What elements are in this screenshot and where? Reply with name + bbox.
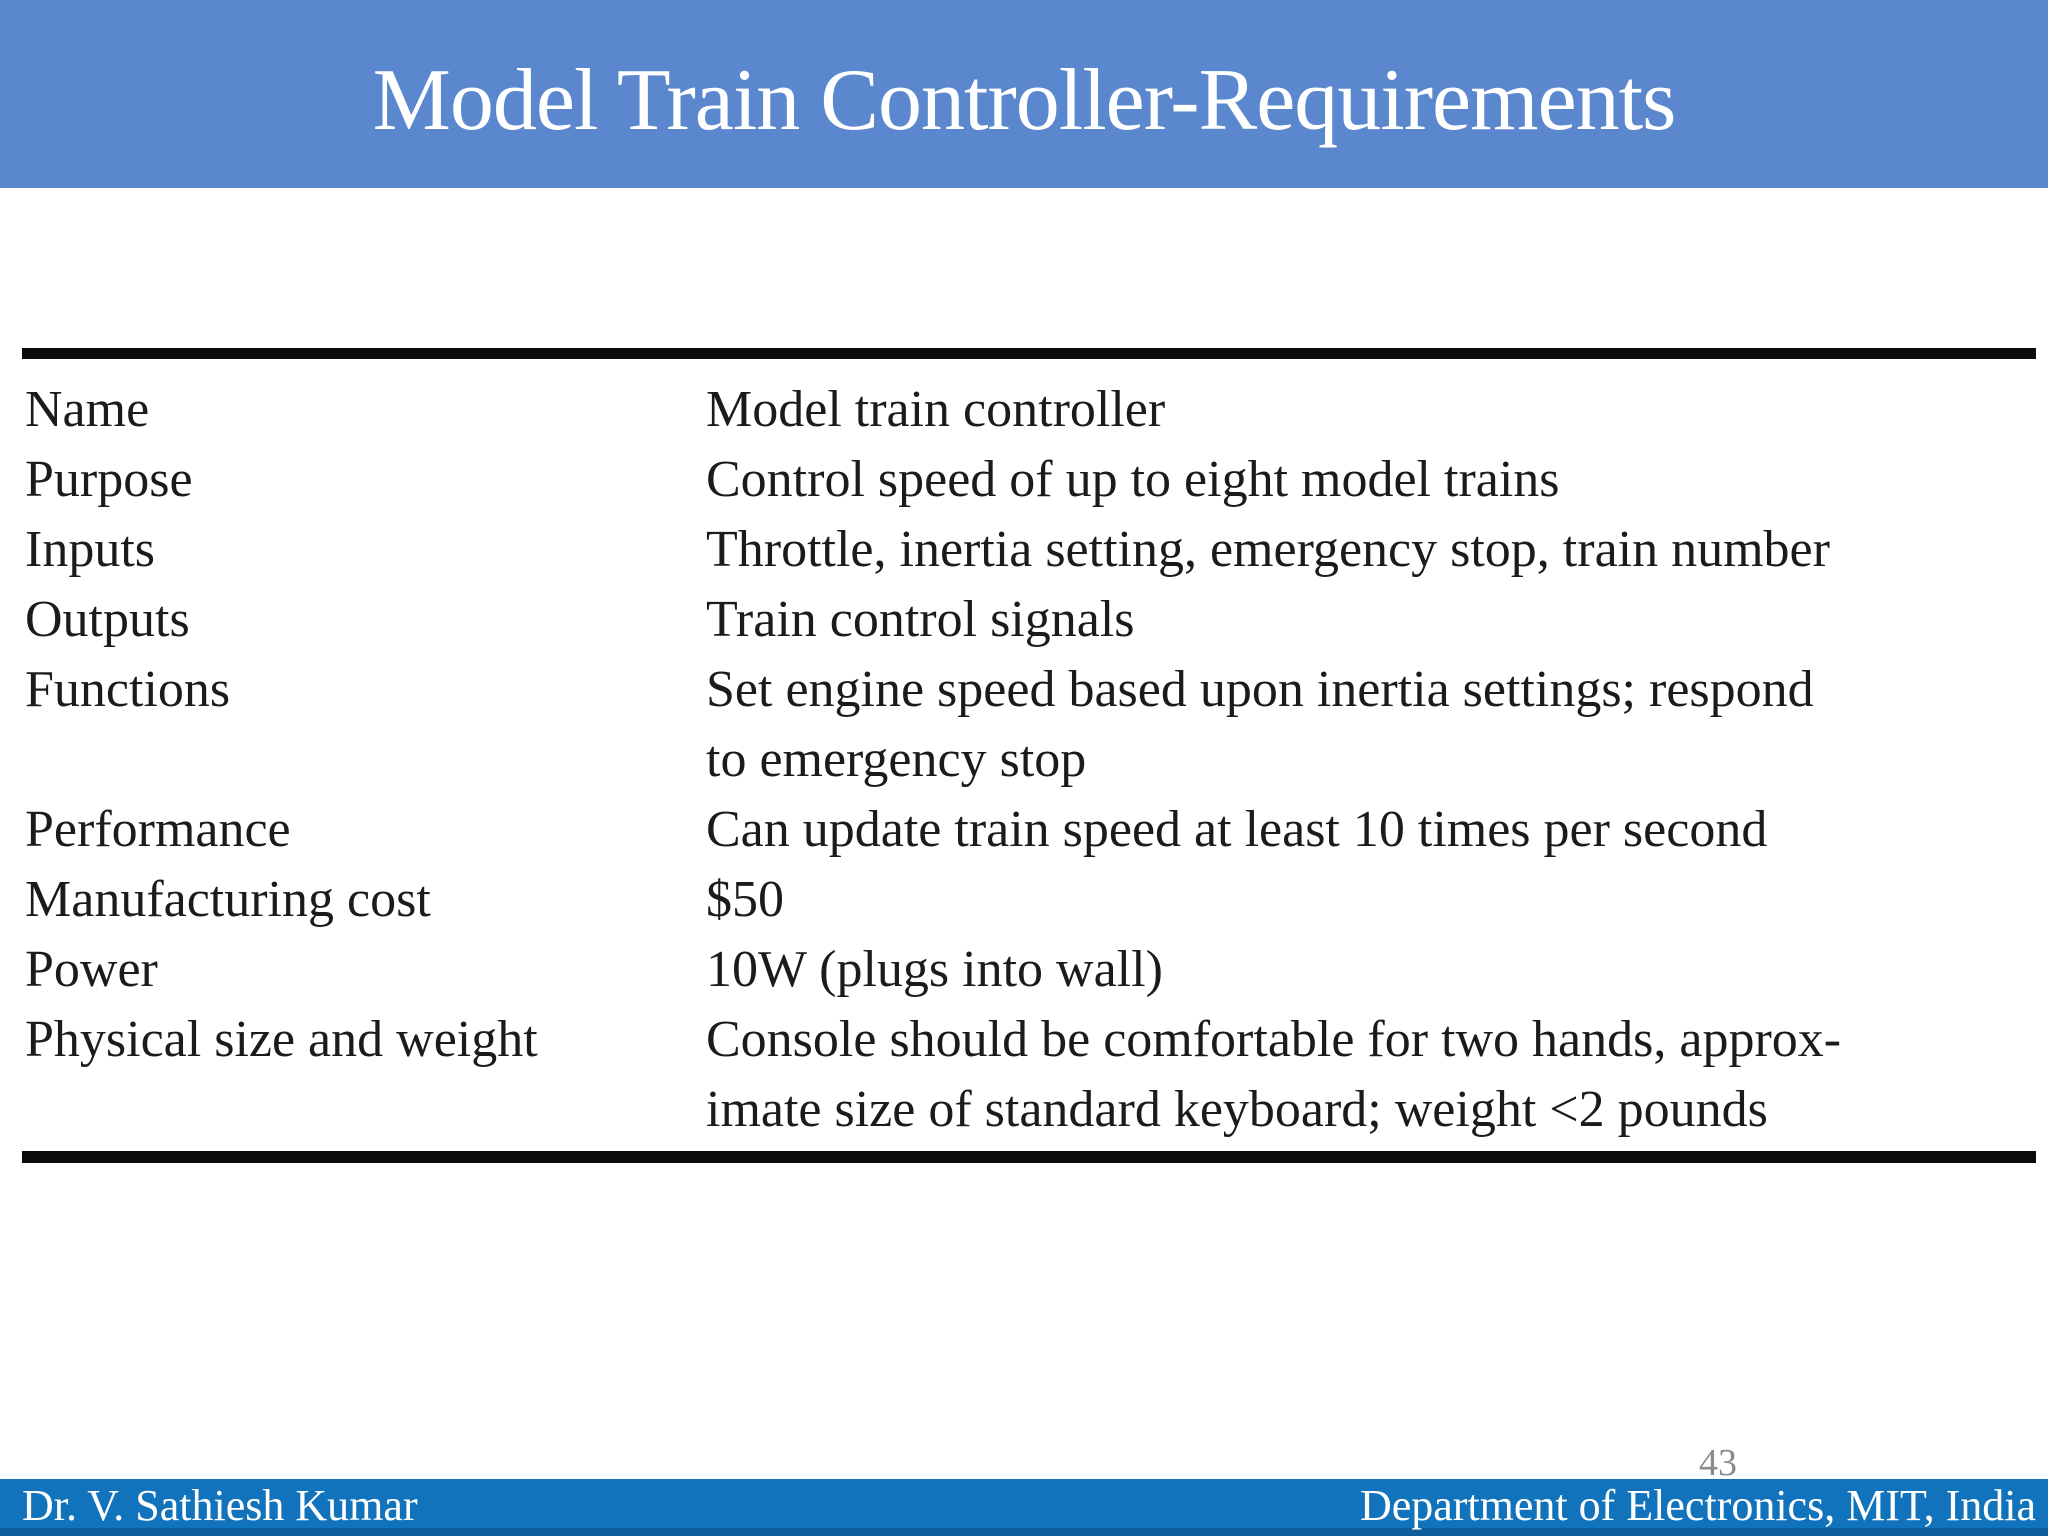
footer-author: Dr. V. Sathiesh Kumar (22, 1480, 418, 1530)
row-value-line: to emergency stop (706, 731, 1087, 788)
table-row-inputs: Inputs Throttle, inertia setting, emerge… (25, 515, 2036, 585)
table-row-outputs: Outputs Train control signals (25, 585, 2036, 655)
table-row-purpose: Purpose Control speed of up to eight mod… (25, 445, 2036, 515)
page-number: 43 (1699, 1442, 1737, 1484)
row-value: Control speed of up to eight model train… (706, 445, 2036, 515)
row-value: Set engine speed based upon inertia sett… (706, 655, 2036, 795)
row-label: Performance (25, 801, 291, 858)
row-label: Inputs (25, 521, 155, 578)
table-row-functions: Functions Set engine speed based upon in… (25, 655, 2036, 795)
row-value-line: 10W (plugs into wall) (706, 941, 1163, 998)
row-label: Outputs (25, 591, 190, 648)
page-title: Model Train Controller-Requirements (372, 51, 1677, 149)
table-rows: Name Model train controller Purpose Cont… (22, 359, 2036, 1151)
row-value-line: Throttle, inertia setting, emergency sto… (706, 521, 1830, 578)
row-value: Console should be comfortable for two ha… (706, 1005, 2036, 1145)
requirements-table: Name Model train controller Purpose Cont… (22, 348, 2036, 1163)
row-value: $50 (706, 865, 2036, 935)
row-value: Can update train speed at least 10 times… (706, 795, 2036, 865)
footer-bar: Dr. V. Sathiesh Kumar Department of Elec… (0, 1479, 2048, 1536)
table-row-manufacturing-cost: Manufacturing cost $50 (25, 865, 2036, 935)
row-value-line: Model train controller (706, 381, 1166, 438)
row-value: Model train controller (706, 375, 2036, 445)
row-value-line: Train control signals (706, 591, 1135, 648)
table-row-performance: Performance Can update train speed at le… (25, 795, 2036, 865)
row-value-line: imate size of standard keyboard; weight … (706, 1081, 1768, 1138)
row-value-line: Can update train speed at least 10 times… (706, 801, 1768, 858)
row-value: Train control signals (706, 585, 2036, 655)
row-label: Manufacturing cost (25, 871, 431, 928)
row-value: 10W (plugs into wall) (706, 935, 2036, 1005)
row-label: Functions (25, 661, 231, 718)
table-bottom-rule (22, 1151, 2036, 1163)
row-value-line: Set engine speed based upon inertia sett… (706, 661, 1814, 718)
row-value: Throttle, inertia setting, emergency sto… (706, 515, 2036, 585)
slide-title-bar: Model Train Controller-Requirements (0, 0, 2048, 188)
table-row-power: Power 10W (plugs into wall) (25, 935, 2036, 1005)
row-label: Physical size and weight (25, 1011, 538, 1068)
row-value-line: Control speed of up to eight model train… (706, 451, 1560, 508)
row-label: Power (25, 941, 158, 998)
row-label: Purpose (25, 451, 193, 508)
row-value-line: $50 (706, 871, 784, 928)
footer-department: Department of Electronics, MIT, India (1359, 1480, 2036, 1530)
table-top-rule (22, 348, 2036, 359)
row-label: Name (25, 381, 150, 438)
table-row-physical-size: Physical size and weight Console should … (25, 1005, 2036, 1145)
row-value-line: Console should be comfortable for two ha… (706, 1011, 1842, 1068)
table-row-name: Name Model train controller (25, 375, 2036, 445)
